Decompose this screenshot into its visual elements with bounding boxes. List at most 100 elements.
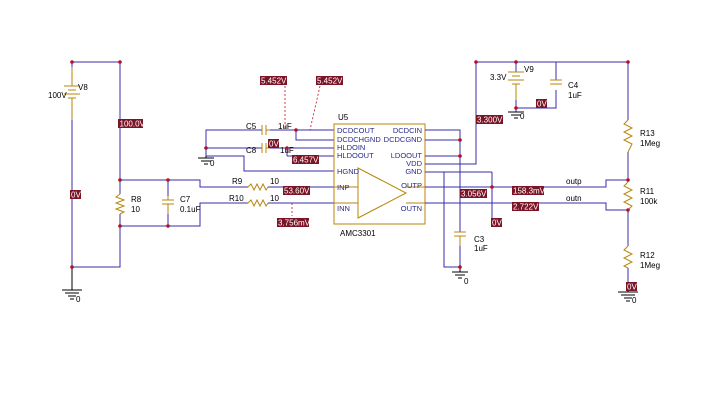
r9-ref: R9: [232, 177, 243, 186]
v9-ref: V9: [524, 65, 534, 74]
r13-value: 1Meg: [640, 139, 660, 148]
r13-ref: R13: [640, 129, 655, 138]
probe-0v-c5[interactable]: 0V: [268, 139, 279, 149]
r12-ref: R12: [640, 251, 655, 260]
r11-value: 100k: [640, 197, 658, 206]
r8-resistor-icon[interactable]: [114, 193, 126, 215]
pin-hldoout: HLDOOUT: [337, 151, 374, 160]
net-label-outn: outn: [566, 194, 582, 203]
r10-value: 10: [270, 194, 279, 203]
c7-value: 0.1uF: [180, 205, 201, 214]
c7-capacitor-icon[interactable]: [162, 196, 174, 214]
probe-5360-text: 53.60V: [284, 187, 310, 196]
ic-part: AMC3301: [340, 229, 376, 238]
probe-100v[interactable]: 100.0V: [118, 119, 146, 129]
pin-outn: OUTN: [401, 204, 422, 213]
c5-c8-wires: [205, 129, 334, 172]
probe-3300[interactable]: 3.300V: [476, 115, 503, 125]
pin-inn: INN: [337, 204, 350, 213]
net-label-outp: outp: [566, 177, 582, 186]
probe-2722-text: 2.722V: [513, 203, 539, 212]
probe-0v-mid[interactable]: 0V: [491, 218, 502, 228]
v8-battery-icon[interactable]: [64, 67, 80, 120]
c3-value: 1uF: [474, 244, 488, 253]
r10-ref: R10: [229, 194, 244, 203]
ground-label-c3: 0: [464, 277, 469, 286]
pin-dcdcout: DCDCOUT: [337, 126, 375, 135]
pin-hldoin: HLDOIN: [337, 143, 365, 152]
ground-label-c5: 0: [210, 159, 215, 168]
pin-gnd: GND: [405, 167, 422, 176]
ground-icon-left: [62, 289, 82, 300]
probe-6457-text: 6.457V: [293, 156, 319, 165]
c5-ref: C5: [246, 122, 257, 131]
probe-5452-b-text: 5.452V: [317, 77, 343, 86]
ground-icon-c5: [198, 157, 214, 165]
v8-value: 100V: [48, 91, 67, 100]
c3-capacitor-icon[interactable]: [454, 231, 466, 246]
probe-0v-mid-text: 0V: [492, 219, 502, 228]
probe-5452-a[interactable]: 5.452V: [260, 76, 287, 86]
ground-label-right: 0: [632, 296, 637, 305]
pin-dcdcgnd: DCDCGND: [384, 135, 423, 144]
r12-resistor-icon[interactable]: [622, 245, 634, 269]
pin-vdd: VDD: [406, 159, 422, 168]
c7-ref: C7: [180, 195, 191, 204]
probe-3300-text: 3.300V: [477, 116, 503, 125]
pin-ldoout: LDOOUT: [391, 151, 423, 160]
probe-0v-right[interactable]: 0V: [626, 282, 637, 292]
ic-ref: U5: [338, 113, 349, 122]
r8-value: 10: [131, 205, 140, 214]
pin-dcdchgnd: DCDCHGND: [337, 135, 381, 144]
c4-ref: C4: [568, 81, 579, 90]
probe-0v-right-text: 0V: [627, 283, 637, 292]
ic-u5[interactable]: [333, 123, 426, 225]
probe-100v-text: 100.0V: [120, 120, 146, 129]
probe-3756[interactable]: 3.756mV: [277, 218, 311, 228]
v9-value: 3.3V: [490, 73, 507, 82]
r11-ref: R11: [640, 187, 655, 196]
pin-inp: INP: [337, 183, 350, 192]
probe-5452-b[interactable]: 5.452V: [316, 76, 343, 86]
c8-value: 1uF: [280, 146, 294, 155]
probe-5360[interactable]: 53.60V: [283, 186, 310, 196]
v9-battery-icon[interactable]: [508, 71, 524, 100]
c8-ref: C8: [246, 146, 257, 155]
probe-3056[interactable]: 3.056V: [460, 189, 487, 199]
v8-ref: V8: [78, 83, 88, 92]
probe-1583-text: 158.3mV: [513, 187, 546, 196]
probe-2722[interactable]: 2.722V: [512, 202, 539, 212]
pin-hgnd: HGND: [337, 167, 360, 176]
r10-resistor-icon[interactable]: [247, 198, 269, 208]
probe-3056-text: 3.056V: [461, 190, 487, 199]
probe-0v-c4[interactable]: 0V: [536, 99, 547, 109]
probe-0v-left-text: 0V: [71, 191, 81, 200]
c3-ref: C3: [474, 235, 485, 244]
pin-dcdcin: DCDCIN: [393, 126, 422, 135]
c5-capacitor-icon[interactable]: [261, 125, 270, 135]
ic-left-pin-labels: DCDCOUT DCDCHGND HLDOIN HLDOOUT HGND INP…: [337, 126, 381, 213]
r12-value: 1Meg: [640, 261, 660, 270]
ground-label-left: 0: [76, 295, 81, 304]
probe-3756-text: 3.756mV: [278, 219, 311, 228]
probe-6457[interactable]: 6.457V: [292, 155, 319, 165]
ground-icon-v9: [508, 111, 524, 119]
probe-0v-c5-text: 0V: [269, 140, 279, 149]
r13-resistor-icon[interactable]: [622, 119, 634, 153]
probe-0v-c4-text: 0V: [537, 100, 547, 109]
probe-lead-b: [309, 85, 321, 131]
right-wires: [425, 61, 629, 288]
probe-5452-a-text: 5.452V: [261, 77, 287, 86]
c4-value: 1uF: [568, 91, 582, 100]
pin-outp: OUTP: [401, 181, 422, 190]
ground-label-v9: 0: [520, 112, 525, 121]
r9-resistor-icon[interactable]: [247, 182, 269, 192]
r9-value: 10: [270, 177, 279, 186]
ic-right-pin-labels: DCDCIN DCDCGND LDOOUT VDD GND OUTP OUTN: [384, 126, 423, 213]
c4-capacitor-icon[interactable]: [550, 79, 562, 85]
r11-resistor-icon[interactable]: [622, 181, 634, 211]
probe-0v-left[interactable]: 0V: [70, 190, 81, 200]
r8-ref: R8: [131, 195, 142, 204]
probe-1583[interactable]: 158.3mV: [512, 186, 546, 196]
